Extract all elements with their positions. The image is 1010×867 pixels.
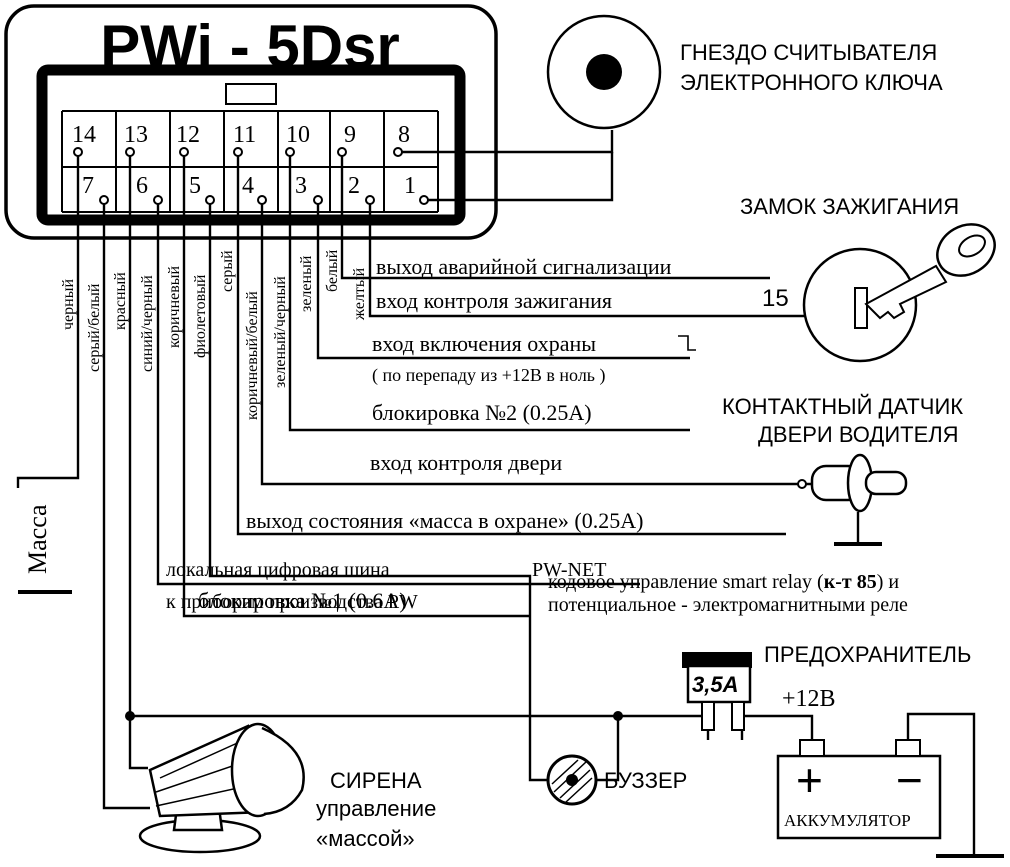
label-block1: блокировка №1 (0.6А) (198, 588, 407, 613)
main-unit: PWi - 5Dsr (4, 4, 498, 240)
pin-9: 9 (344, 122, 356, 148)
label-armed-out: выход состояния «масса в охране» (0.25А) (246, 508, 643, 533)
pin-2: 2 (348, 173, 360, 199)
wire-label-grey: серый (219, 250, 236, 292)
wire-label-black: черный (60, 279, 77, 330)
wire-label-green: зеленый (298, 255, 315, 312)
pin-3: 3 (295, 173, 307, 199)
junctions (125, 711, 623, 721)
wire-label-blue-black: синий/черный (139, 275, 156, 372)
battery-plus: + (796, 754, 823, 806)
pin-7: 7 (82, 173, 94, 199)
wire-label-brown-white: коричневый/белый (244, 291, 261, 420)
wire-label-grey-white: серый/белый (86, 283, 103, 372)
label-bus-note: к приборам производства PW (166, 591, 418, 613)
label-arm-note: ( по перепаду из +12В в ноль ) (372, 365, 606, 386)
buzzer-label: БУЗЗЕР (604, 768, 687, 793)
pin-6: 6 (136, 173, 148, 199)
pin-14: 14 (72, 122, 96, 148)
ignition-lock-label: ЗАМОК ЗАЖИГАНИЯ (740, 194, 959, 219)
ignition-key-icon (802, 223, 996, 363)
siren-label-line2: управление (316, 796, 436, 821)
smart-relay-part-c: ) и (877, 571, 900, 593)
pin-12: 12 (176, 122, 200, 148)
wire-label-green-black: зеленый/черный (272, 276, 289, 388)
reader-label: ГНЕЗДО СЧИТЫВАТЕЛЯ ЭЛЕКТРОННОГО КЛЮЧА (680, 40, 943, 95)
pin-13: 13 (124, 122, 148, 148)
door-sensor-label: КОНТАКТНЫЙ ДАТЧИК ДВЕРИ ВОДИТЕЛЯ (722, 394, 963, 447)
pin-5: 5 (189, 173, 201, 199)
label-block2: блокировка №2 (0.25А) (372, 400, 592, 425)
wire-label-white: белый (324, 249, 341, 292)
key-reader (546, 14, 662, 130)
smart-relay-part-b: к-т 85 (824, 571, 877, 593)
label-bus: локальная цифровая шина (166, 559, 390, 581)
wires (16, 130, 1004, 858)
door-sensor-line1: КОНТАКТНЫЙ ДАТЧИК (722, 394, 963, 419)
ignition-terminal: 15 (762, 285, 789, 312)
wire-label-violet: фиолетовый (192, 274, 209, 358)
label-ground: Масса (23, 504, 52, 574)
label-ignition-in: вход контроля зажигания (376, 288, 612, 313)
label-smart-relay-line1: кодовое управление smart relay (к-т 85) … (548, 571, 899, 593)
siren-icon (138, 722, 305, 854)
function-labels: выход аварийной сигнализации вход контро… (23, 254, 908, 712)
door-sensor-icon (797, 453, 908, 546)
label-hazard-out: выход аварийной сигнализации (376, 254, 672, 279)
pin-8: 8 (398, 122, 410, 148)
label-door-in: вход контроля двери (370, 450, 562, 475)
wire-color-labels: черный серый/белый красный синий/черный … (60, 249, 368, 420)
battery-label: АККУМУЛЯТОР (784, 811, 911, 830)
connector (61, 110, 439, 213)
label-plus12: +12В (782, 686, 836, 712)
buzzer-icon (546, 754, 598, 806)
siren-label-line3: «массой» (316, 826, 415, 851)
fuse-icon: 3,5А (682, 652, 752, 731)
door-sensor-line2: ДВЕРИ ВОДИТЕЛЯ (758, 422, 959, 447)
battery-icon: + − АККУМУЛЯТОР (776, 739, 942, 840)
wire-label-red: красный (112, 272, 129, 330)
pin-4: 4 (242, 173, 254, 199)
wire-label-yellow: желтый (351, 267, 368, 321)
fuse-label: ПРЕДОХРАНИТЕЛЬ (764, 642, 971, 667)
smart-relay-part-a: кодовое управление smart relay ( (548, 571, 824, 593)
reader-label-line2: ЭЛЕКТРОННОГО КЛЮЧА (680, 70, 943, 95)
pin-11: 11 (233, 122, 256, 148)
siren-label: СИРЕНА управление «массой» (316, 768, 436, 851)
reader-label-line1: ГНЕЗДО СЧИТЫВАТЕЛЯ (680, 40, 937, 65)
label-arm-in: вход включения охраны (372, 331, 596, 356)
siren-label-line1: СИРЕНА (330, 768, 422, 793)
pin-1: 1 (404, 173, 416, 199)
label-pwnet: PW-NET (532, 559, 606, 581)
pin-10: 10 (286, 122, 310, 148)
pin-numbers: 14 13 12 11 10 9 8 7 6 5 4 3 2 1 (72, 122, 416, 199)
battery-minus: − (896, 754, 923, 806)
label-smart-relay-line2: потенциальное - электромагнитными реле (548, 594, 908, 616)
fuse-rating: 3,5А (692, 672, 738, 697)
wire-label-brown: коричневый (166, 265, 183, 348)
